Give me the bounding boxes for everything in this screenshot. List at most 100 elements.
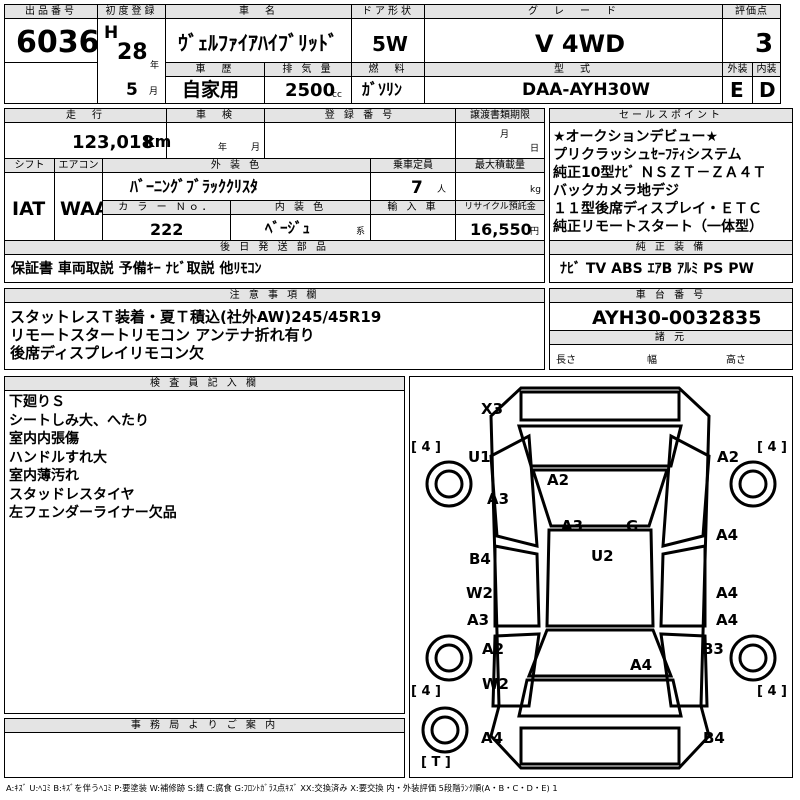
header-grid — [4, 4, 781, 104]
interior-label: 内装 — [753, 63, 780, 77]
recycle-unit: 円 — [530, 227, 540, 237]
car-name: ｳﾞｪﾙﾌｧｲｱﾊｲﾌﾞﾘｯﾄﾞ — [178, 31, 338, 55]
notes-label: 注 意 事 項 欄 — [5, 289, 544, 303]
color: ﾊﾞｰﾆﾝｸﾞﾌﾞﾗｯｸｸﾘｽﾀ — [130, 177, 259, 196]
int-color-label: 内 装 色 — [231, 201, 370, 215]
inspection-label: 車 検 — [167, 109, 264, 123]
year-unit: 年 — [150, 61, 160, 71]
capacity: 7 — [411, 178, 423, 198]
mileage-label: 走 行 — [5, 109, 166, 123]
insp-year-unit: 年 — [218, 143, 228, 153]
sales-point-line: ★オークションデビュー★ — [553, 129, 719, 145]
reg-no-label: 登 録 番 号 — [265, 109, 455, 123]
length-label: 長さ — [556, 355, 576, 366]
era: H — [104, 23, 119, 43]
shift-label: シフト — [5, 159, 54, 173]
chassis-value: AYH30-0032835 — [592, 307, 762, 329]
inspector-line: 室内内張傷 — [9, 431, 79, 447]
damage-mark: B4 — [469, 550, 491, 568]
transfer-label: 譲渡書類期限 — [456, 109, 544, 123]
ac-label: エアコン — [55, 159, 102, 173]
inspector-line: ハンドルすれ大 — [9, 449, 107, 466]
notes-box — [4, 288, 545, 370]
damage-mark: W2 — [482, 675, 509, 693]
history: 自家用 — [182, 79, 240, 101]
office-label: 事 務 局 よ り ご 案 内 — [5, 719, 404, 733]
exterior-score: E — [730, 78, 744, 102]
recycle-label: リサイクル預託金 — [456, 201, 544, 215]
lot-no: 6036 — [16, 25, 100, 60]
damage-mark: A4 — [716, 584, 739, 602]
color-no: 222 — [150, 220, 184, 239]
history-label: 車 歴 — [166, 63, 264, 77]
sales-point-line: 純正リモートスタート（一体型） — [553, 219, 763, 235]
displacement-label: 排 気 量 — [265, 63, 351, 77]
sales-label: セールスポイント — [550, 109, 792, 123]
damage-mark: A2 — [482, 640, 505, 658]
tire-tread-mark: [ 4 ] — [757, 684, 787, 699]
shift: IAT — [12, 198, 46, 220]
damage-mark: A4 — [481, 729, 504, 747]
model: DAA-AYH30W — [522, 80, 650, 100]
width-label: 幅 — [647, 355, 657, 366]
grade: V 4WD — [535, 30, 626, 58]
model-label: 型 式 — [425, 63, 722, 77]
interior-score: D — [759, 78, 776, 102]
sales-point-line: プリクラッシュｾｰﾌﾃｨシステム — [553, 147, 742, 163]
mileage-unit: km — [144, 132, 172, 151]
damage-mark: A3 — [561, 517, 584, 535]
damage-mark: U1 — [468, 448, 491, 466]
inspector-line: 室内薄汚れ — [9, 468, 79, 484]
import-label: 輸 入 車 — [371, 201, 455, 215]
damage-mark: X3 — [481, 400, 504, 418]
note-line: リモートスタートリモコン アンテナ折れ有り — [10, 326, 315, 344]
inspector-label: 検 査 員 記 入 欄 — [5, 377, 404, 391]
ac: WAA — [60, 198, 110, 220]
color-label: 外 装 色 — [103, 159, 370, 173]
inspector-box — [4, 376, 405, 714]
first-reg-label: 初度登録 — [98, 5, 165, 19]
fuel: ｶﾞｿﾘﾝ — [362, 80, 403, 99]
damage-mark: B3 — [702, 640, 724, 658]
damage-mark: A4 — [630, 656, 653, 674]
tire-tread-mark: [ 4 ] — [411, 684, 441, 699]
tire-tread-mark: [ 4 ] — [757, 440, 787, 455]
tire-tread-mark: [ 4 ] — [411, 440, 441, 455]
sales-point-line: １１型後席ディスプレイ・ＥＴＣ — [553, 201, 763, 217]
transfer-day-unit: 日 — [530, 144, 540, 154]
shipping-value: 保証書 車両取説 予備ｷｰ ﾅﾋﾞ取説 他ﾘﾓｺﾝ — [11, 261, 262, 277]
damage-mark: A2 — [717, 448, 740, 466]
damage-mark: B4 — [703, 729, 725, 747]
note-line: 後席ディスプレイリモコン欠 — [10, 344, 204, 362]
chassis-box — [549, 288, 793, 370]
loading-label: 最大積載量 — [456, 159, 544, 173]
mileage: 123,018 — [72, 132, 154, 153]
equipment-value: ﾅﾋﾞ TV ABS ｴｱB ｱﾙﾐ PS PW — [560, 261, 754, 277]
score: 3 — [755, 29, 774, 59]
tire-tread-mark: [ T ] — [421, 755, 451, 770]
sales-point-line: バックカメラ地デジ — [553, 183, 679, 199]
inspector-line: シートしみ大、へたり — [9, 412, 149, 429]
sales-box — [549, 108, 793, 283]
name-label: 車 名 — [166, 5, 351, 19]
loading-unit: kg — [530, 185, 541, 195]
damage-diagram-box — [409, 376, 793, 778]
note-line: スタットレスＴ装着・夏Ｔ積込(社外AW)245/45R19 — [10, 308, 382, 326]
month: 5 — [126, 80, 138, 100]
car-diagram — [421, 386, 777, 770]
legend: A:ｷｽﾞ U:ﾍｺﾐ B:ｷｽﾞを伴うﾍｺﾐ P:要塗装 W:補修跡 S:錆 … — [6, 783, 558, 793]
lot-no-label: 出品番号 — [5, 5, 97, 19]
score-label: 評価点 — [723, 5, 780, 19]
damage-mark: A2 — [547, 471, 570, 489]
insp-month-unit: 月 — [251, 143, 261, 153]
damage-mark: A4 — [716, 611, 739, 629]
door-label: ドア形状 — [352, 5, 424, 19]
inspector-line: 下廻りＳ — [9, 394, 65, 410]
transfer-month-unit: 月 — [500, 130, 510, 140]
fuel-label: 燃 料 — [352, 63, 424, 77]
displacement: 2500 — [285, 80, 336, 101]
equipment-label: 純 正 装 備 — [550, 241, 792, 255]
capacity-label: 乗車定員 — [371, 159, 455, 173]
damage-mark: A3 — [467, 611, 490, 629]
damage-mark: A3 — [487, 490, 510, 508]
